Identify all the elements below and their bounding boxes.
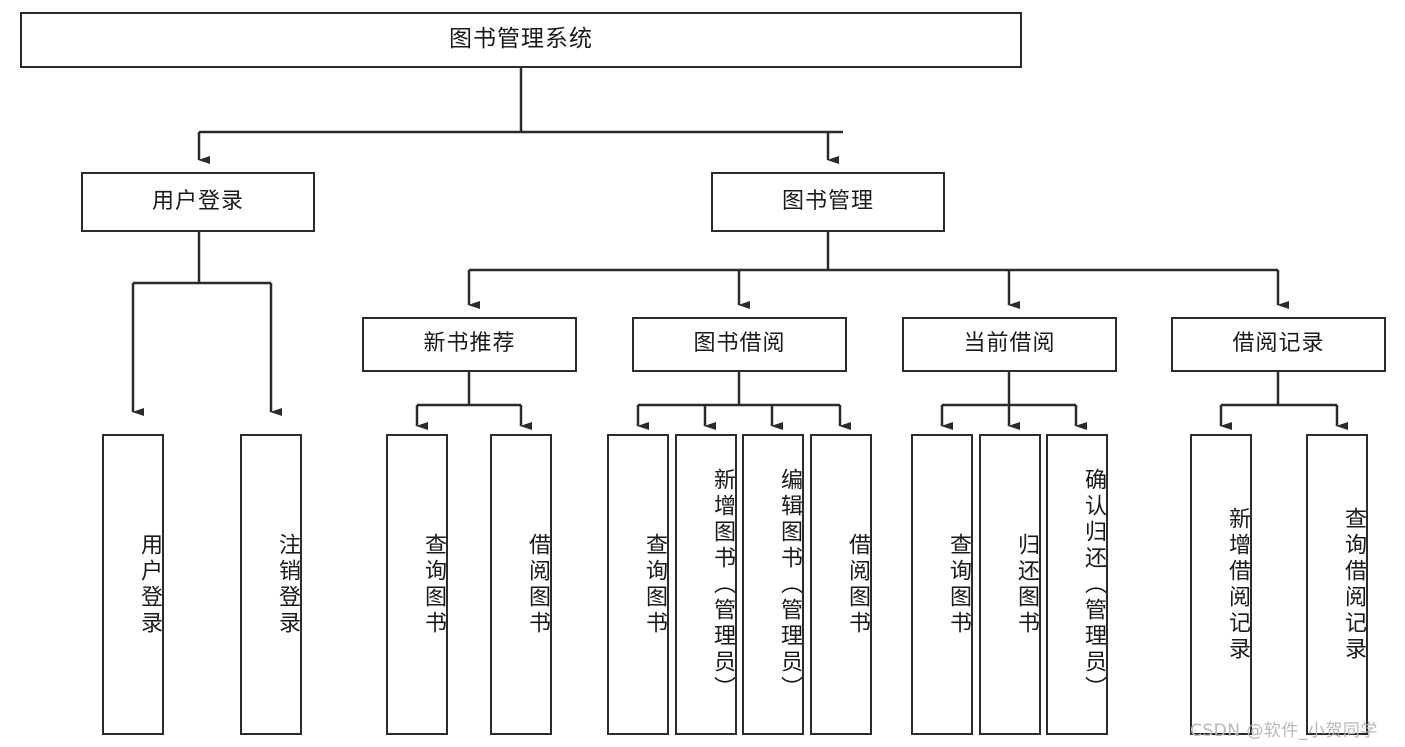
node-book-management[interactable]: 图书管理 [711, 172, 945, 232]
node-label: 借阅图书 [525, 532, 550, 637]
node-label: 查询借阅记录 [1341, 506, 1366, 663]
node-leaf-edit-book[interactable]: 编辑图书（管理员） [742, 434, 804, 735]
node-leaf-logout[interactable]: 注销登录 [240, 434, 302, 735]
node-leaf-query-book-1[interactable]: 查询图书 [386, 434, 448, 735]
node-leaf-query-record[interactable]: 查询借阅记录 [1306, 434, 1368, 735]
node-leaf-add-record[interactable]: 新增借阅记录 [1190, 434, 1252, 735]
node-leaf-query-book-3[interactable]: 查询图书 [911, 434, 973, 735]
node-leaf-borrow-book-2[interactable]: 借阅图书 [810, 434, 872, 735]
node-borrow-record[interactable]: 借阅记录 [1171, 317, 1386, 372]
node-leaf-confirm-return[interactable]: 确认归还（管理员） [1046, 434, 1108, 735]
node-leaf-query-book-2[interactable]: 查询图书 [607, 434, 669, 735]
node-leaf-user-login[interactable]: 用户登录 [102, 434, 164, 735]
node-label: 借阅图书 [845, 532, 870, 637]
node-label: 新增借阅记录 [1225, 506, 1250, 663]
node-label: 查询图书 [642, 532, 667, 637]
node-leaf-add-book[interactable]: 新增图书（管理员） [675, 434, 737, 735]
node-user-login[interactable]: 用户登录 [81, 172, 315, 232]
node-label: 新增图书（管理员） [710, 467, 735, 702]
node-label: 查询图书 [946, 532, 971, 637]
node-new-book-recommend[interactable]: 新书推荐 [362, 317, 577, 372]
node-label: 归还图书 [1014, 532, 1039, 637]
node-label: 编辑图书（管理员） [777, 467, 802, 702]
csdn-watermark: CSDN @软件_小贺同学 [1190, 721, 1378, 741]
node-label: 注销登录 [275, 532, 300, 637]
node-book-borrow[interactable]: 图书借阅 [632, 317, 847, 372]
node-leaf-borrow-book-1[interactable]: 借阅图书 [490, 434, 552, 735]
node-current-borrow[interactable]: 当前借阅 [902, 317, 1117, 372]
node-leaf-return-book[interactable]: 归还图书 [979, 434, 1041, 735]
node-root-book-management-system[interactable]: 图书管理系统 [20, 12, 1022, 68]
node-label: 确认归还（管理员） [1081, 467, 1106, 702]
node-label: 查询图书 [421, 532, 446, 637]
node-label: 用户登录 [137, 532, 162, 637]
